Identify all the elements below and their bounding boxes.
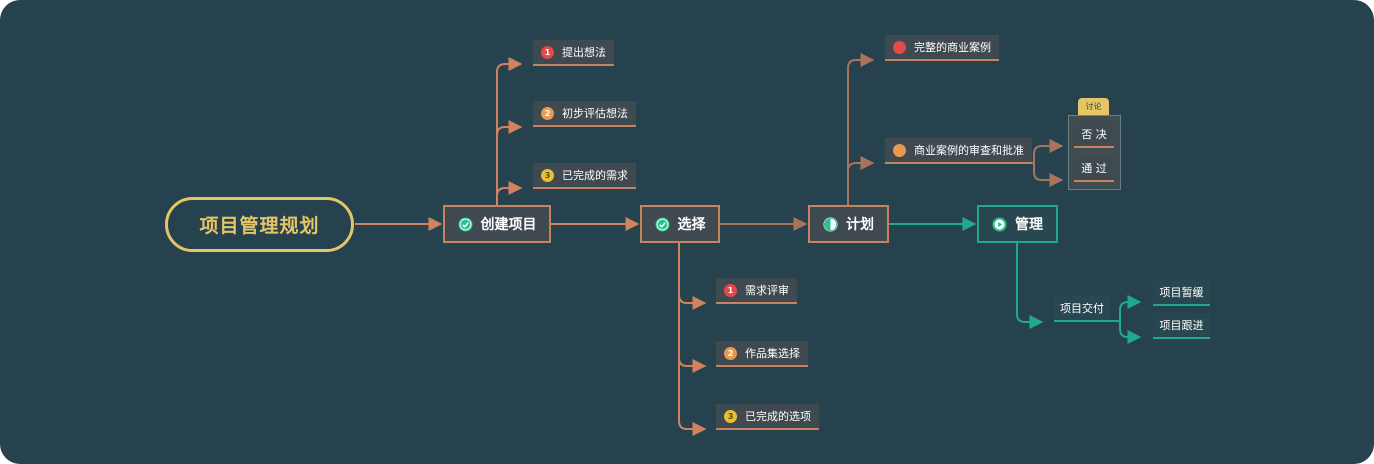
subtopic-completed-requirements[interactable]: 3 已完成的需求 [533,163,636,189]
subtopic-portfolio-selection[interactable]: 2 作品集选择 [716,341,808,367]
subtopic-completed-options[interactable]: 3 已完成的选项 [716,404,819,430]
link-plan-children [847,59,870,205]
topic-manage[interactable]: 管理 [977,205,1058,243]
orange-dot-icon [893,143,906,157]
subtopic-label: 需求评审 [745,284,789,297]
subtopic-label: 提出想法 [562,46,606,59]
subtopic-label: 商业案例的审查和批准 [914,144,1024,157]
subtopic-label: 项目暂缓 [1159,286,1204,299]
priority-2-icon: 2 [724,346,737,360]
red-dot-icon [893,40,906,54]
subtopic-requirement-review[interactable]: 1 需求评审 [716,278,797,304]
priority-2-icon: 2 [541,106,554,120]
priority-1-icon: 1 [724,283,737,297]
topic-create-project[interactable]: 创建项目 [443,205,551,243]
root-topic[interactable]: 项目管理规划 [165,197,354,252]
priority-1-icon: 1 [541,45,554,59]
topic-plan[interactable]: 计划 [808,205,889,243]
link-manage-delivery [1016,243,1036,323]
subtopic-complete-business-case[interactable]: 完整的商业案例 [885,35,999,61]
option-reject[interactable]: 否 决 [1074,122,1114,148]
link-review-options [1026,145,1058,181]
subtopic-propose-idea[interactable]: 1 提出想法 [533,40,614,66]
option-label: 通 过 [1081,162,1107,175]
subtopic-label: 作品集选择 [745,347,800,360]
subtopic-initial-evaluation[interactable]: 2 初步评估想法 [533,101,636,127]
priority-3-icon: 3 [724,409,737,423]
link-select-children [678,243,702,430]
topic-select[interactable]: 选择 [640,205,720,243]
topic-plan-label: 计划 [846,217,874,233]
check-circle-icon [654,216,670,232]
priority-3-icon: 3 [541,168,554,182]
subtopic-label: 初步评估想法 [562,107,628,120]
link-create-children [496,63,520,205]
option-label: 否 决 [1081,128,1107,141]
root-topic-label: 项目管理规划 [199,215,320,237]
option-approve[interactable]: 通 过 [1074,156,1114,182]
subtopic-project-followup[interactable]: 项目跟进 [1153,313,1210,339]
half-circle-icon [823,216,838,232]
topic-create-project-label: 创建项目 [480,217,537,233]
subtopic-label: 已完成的需求 [562,169,628,182]
subtopic-label: 项目交付 [1060,302,1104,315]
subtopic-label: 已完成的选项 [745,410,811,423]
subtopic-label: 完整的商业案例 [914,41,991,54]
boundary-label: 讨论 [1078,98,1109,115]
subtopic-project-pause[interactable]: 项目暂缓 [1153,280,1210,306]
topic-select-label: 选择 [677,217,706,233]
check-circle-icon [457,216,473,232]
subtopic-project-delivery[interactable]: 项目交付 [1054,296,1110,322]
play-circle-icon [992,216,1007,232]
subtopic-business-case-review[interactable]: 商业案例的审查和批准 [885,138,1032,164]
topic-manage-label: 管理 [1015,217,1043,233]
subtopic-label: 项目跟进 [1159,319,1204,332]
link-delivery-children [1110,301,1132,338]
